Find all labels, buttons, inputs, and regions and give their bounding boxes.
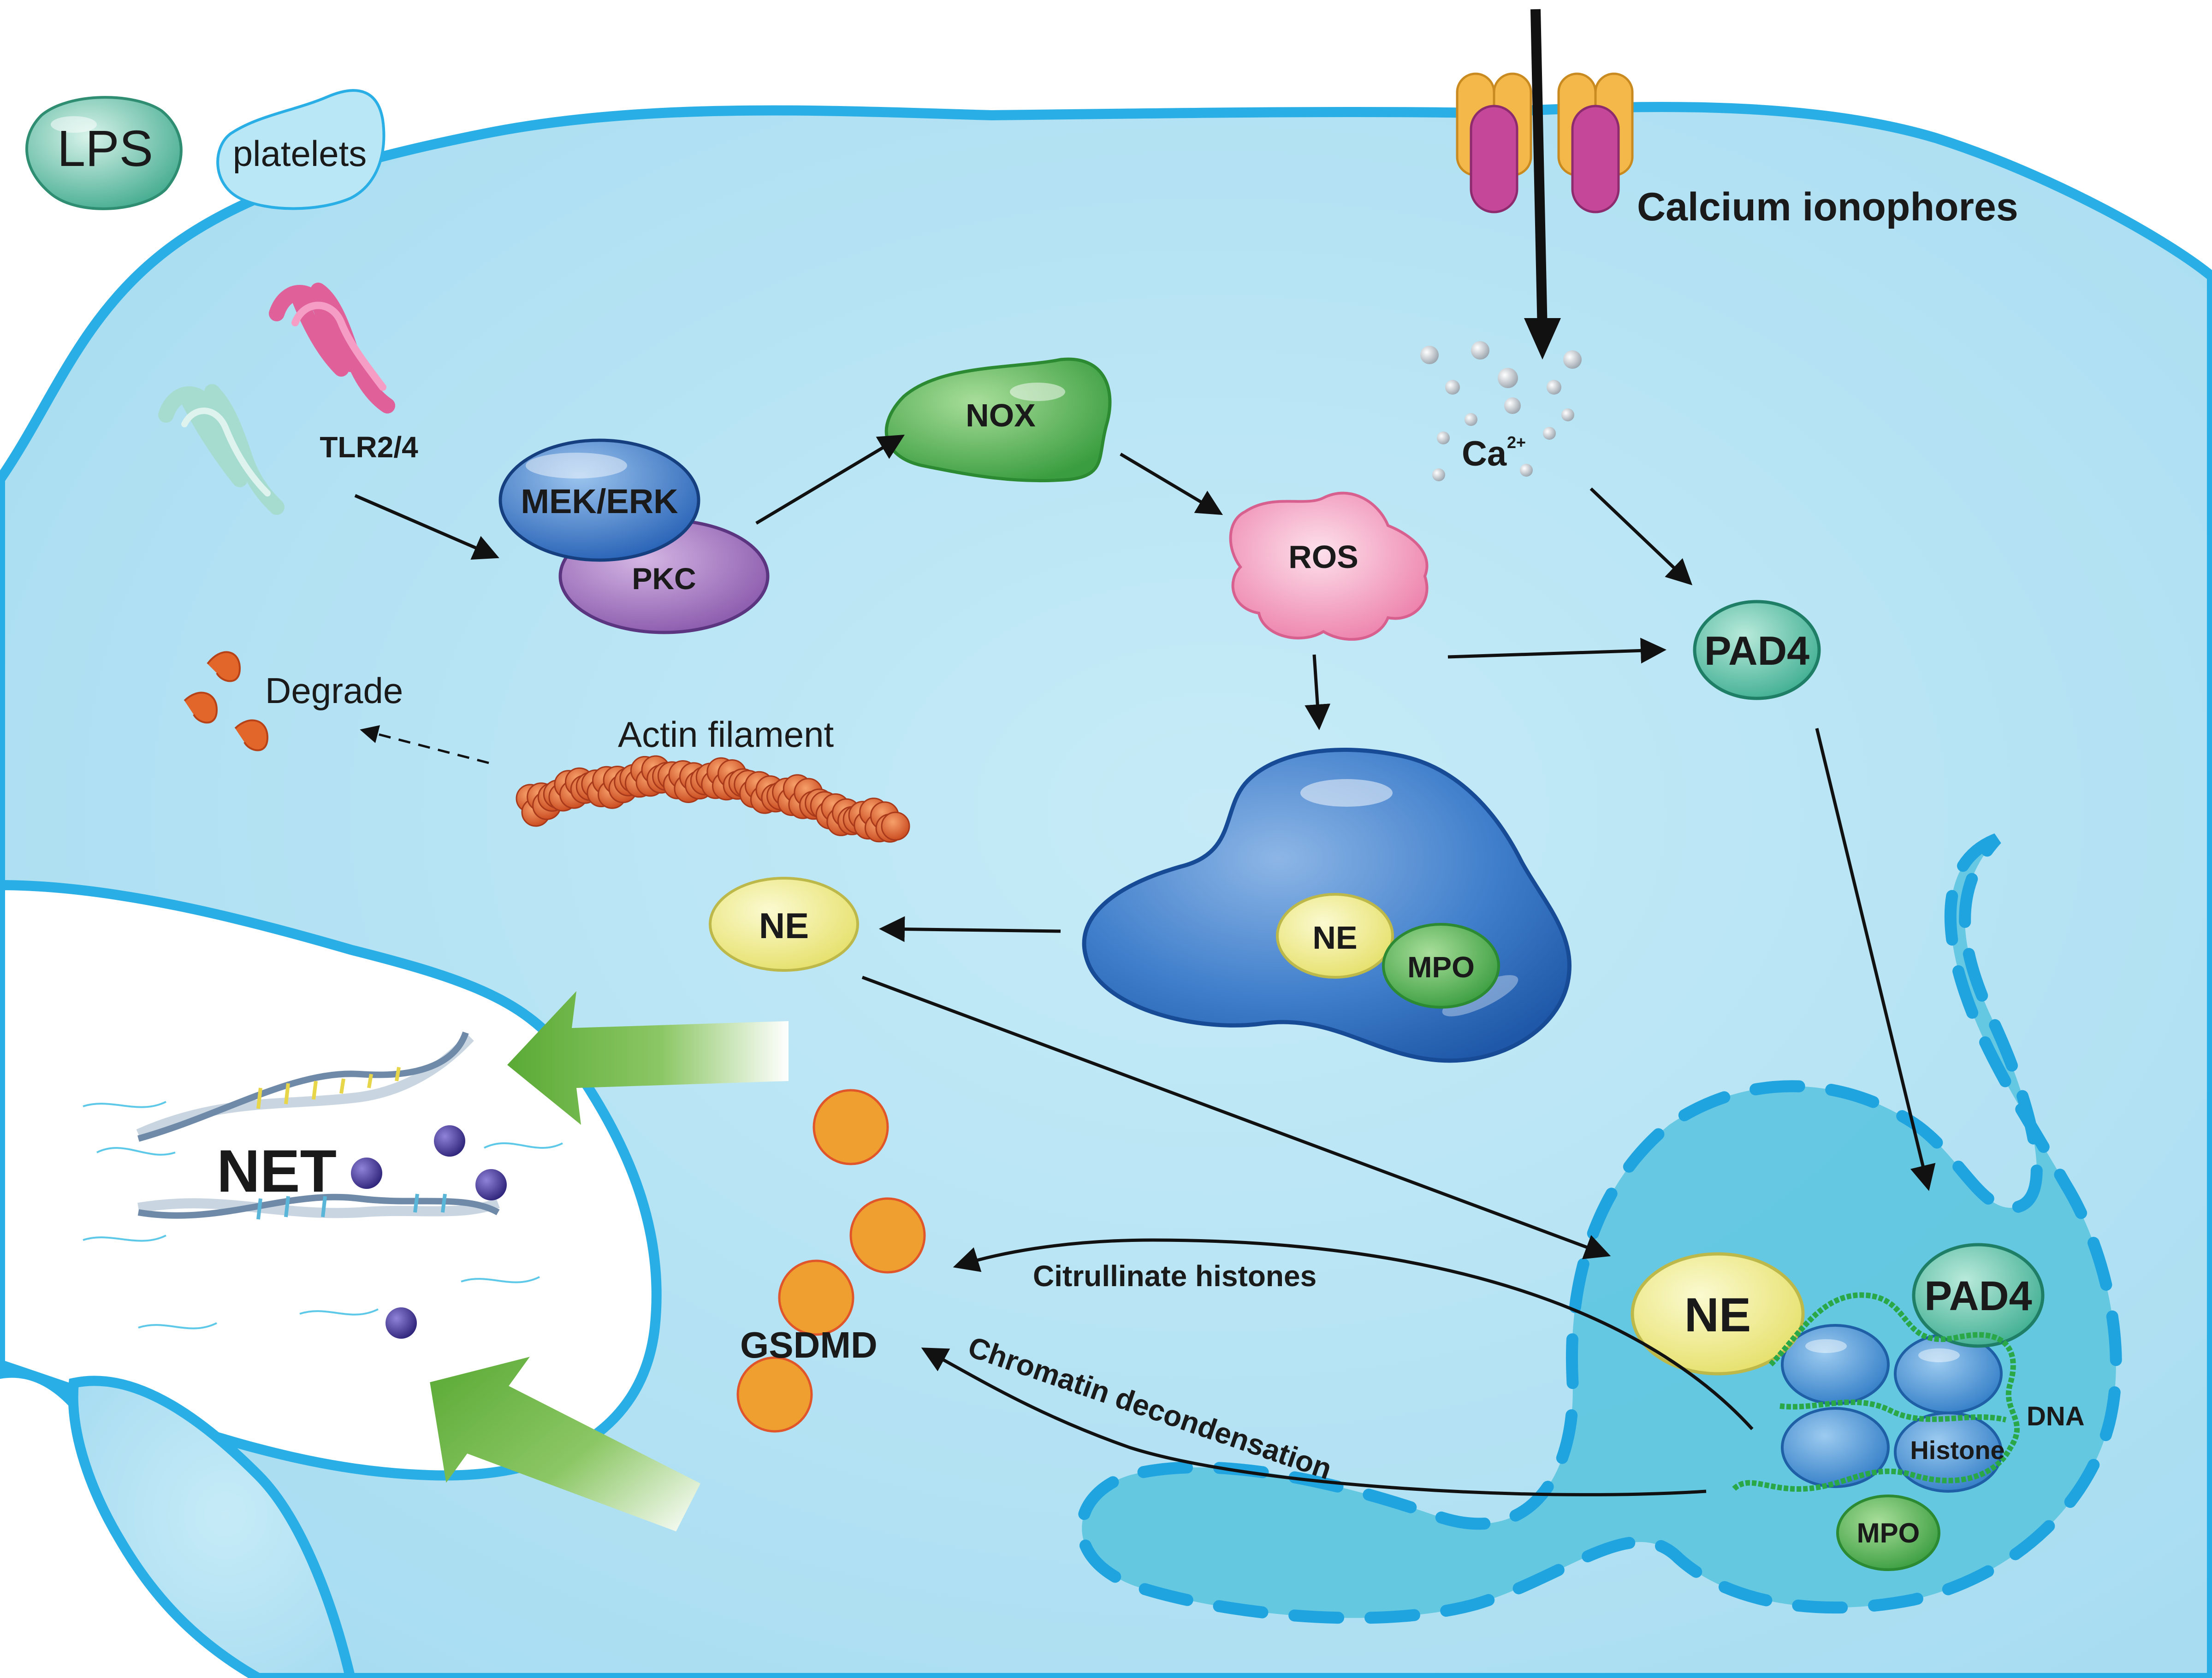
arrow-ros-to-pad4	[1447, 638, 1666, 664]
pkc-label: PKC	[632, 561, 696, 596]
arrow-decondensation	[921, 1347, 1707, 1496]
calcium-superscript: 2+	[1507, 433, 1526, 452]
tlr-label: TLR2/4	[320, 431, 418, 464]
net-release-arrow-lower	[430, 1357, 701, 1531]
arrow-calcium-to-pad4	[1589, 487, 1693, 585]
arrow-nox-to-ros	[1120, 452, 1223, 515]
arrow-ros-to-granule	[1305, 654, 1331, 730]
dna-helix-icon	[83, 1031, 563, 1329]
calcium-label: Ca	[1462, 434, 1507, 473]
tlr-receptor-icon	[158, 283, 395, 515]
net-release-arrow-upper	[507, 991, 789, 1125]
calcium-influx-arrow	[1530, 9, 1548, 332]
ion-channel-icon	[1456, 72, 1634, 213]
cell-lower-lobe	[68, 1376, 356, 1678]
nox-node: NOX	[884, 357, 1112, 483]
dna-label: DNA	[2027, 1401, 2085, 1431]
ne-cyto-node: NE	[709, 877, 859, 972]
pad4-cyto-node: PAD4	[1693, 600, 1821, 700]
mek-erk-label: MEK/ERK	[521, 482, 678, 520]
ne-granule-label: NE	[1312, 920, 1357, 956]
mpo-nucleus-label: MPO	[1857, 1518, 1920, 1548]
citrullinate-label: Citrullinate histones	[1033, 1259, 1317, 1293]
net-granule-proteins	[351, 1125, 507, 1339]
ne-nucleus-node: NE	[1631, 1252, 1805, 1376]
actin-bead	[881, 811, 910, 841]
pad4-cyto-label: PAD4	[1704, 628, 1809, 674]
pad4-nucleus-label: PAD4	[1924, 1273, 2032, 1319]
mpo-granule-label: MPO	[1407, 951, 1475, 984]
mpo-granule-node: MPO	[1382, 923, 1500, 1009]
arrow-tlr-to-mek	[354, 494, 499, 560]
calcium-ionophores-label: Calcium ionophores	[1637, 185, 2018, 229]
actin-filament-label: Actin filament	[618, 714, 834, 755]
nucleosome-icon	[1781, 1324, 2003, 1493]
pad4-nucleus-node: PAD4	[1912, 1243, 2045, 1348]
ne-nucleus-label: NE	[1684, 1288, 1751, 1342]
ne-cyto-label: NE	[759, 905, 809, 946]
net-release-region	[0, 880, 662, 1481]
calcium-ion-icon	[1420, 341, 1582, 481]
gsdmd-label: GSDMD	[740, 1324, 878, 1365]
gsdmd-pores	[736, 1089, 926, 1433]
ros-node: ROS	[1229, 491, 1429, 641]
platelet-icon: platelets	[216, 89, 385, 210]
degrade-arrow	[360, 725, 489, 764]
nox-label: NOX	[966, 397, 1036, 433]
ne-granule-node: NE	[1276, 893, 1394, 979]
net-label: NET	[217, 1137, 337, 1205]
dna-strand	[1732, 1292, 2020, 1492]
lps-icon: LPS	[25, 96, 183, 210]
arrow-mek-to-nox	[755, 434, 905, 525]
platelets-label: platelets	[233, 133, 367, 174]
ros-label: ROS	[1288, 539, 1358, 575]
mpo-nucleus-node: MPO	[1836, 1495, 1940, 1571]
arrow-ne-to-nucleus	[861, 975, 1611, 1259]
histone-label: Histone	[1910, 1436, 2004, 1465]
degrade-label: Degrade	[265, 670, 403, 711]
arrow-granule-to-ne	[879, 916, 1061, 942]
arrow-pad4-to-nucleus	[1815, 728, 1936, 1191]
lps-label: LPS	[57, 120, 153, 177]
arrow-citrullinate	[953, 1238, 1754, 1430]
mek-erk-node: MEK/ERK	[498, 438, 700, 562]
actin-filament-icon	[516, 755, 910, 843]
degraded-actin-icon	[184, 651, 269, 751]
